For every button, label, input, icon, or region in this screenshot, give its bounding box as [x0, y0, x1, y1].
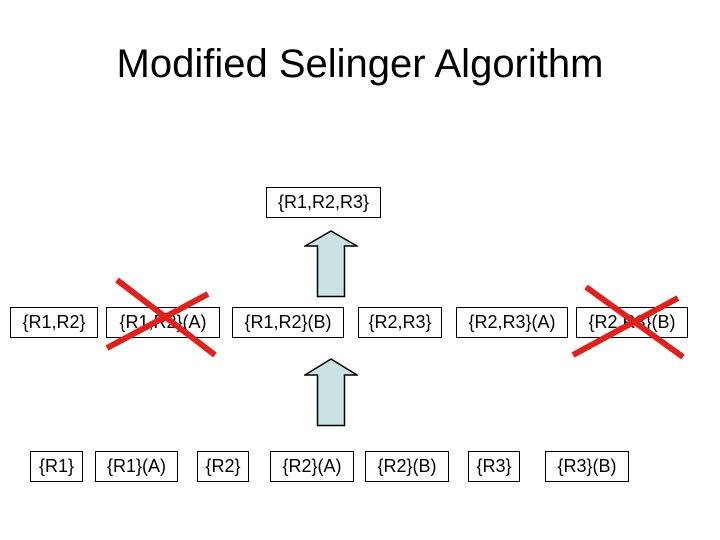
node-set-r1r2: {R1,R2} — [10, 307, 98, 338]
node-set-r1r2r3: {R1,R2,R3} — [266, 187, 381, 218]
node-set-r2r3-b: {R2,R3}(B) — [576, 307, 688, 338]
node-set-r2-b: {R2}(B) — [365, 451, 449, 482]
node-set-r1r2-a: {R1,R2}(A) — [106, 307, 220, 338]
slide-title: Modified Selinger Algorithm — [116, 42, 604, 86]
node-set-r2r3: {R2,R3} — [358, 307, 442, 338]
node-set-r3-b: {R3}(B) — [545, 451, 629, 482]
node-set-r1-a: {R1}(A) — [95, 451, 178, 482]
up-arrow-icon — [304, 230, 358, 298]
node-set-r3: {R3} — [468, 451, 520, 482]
node-set-r2-a: {R2}(A) — [270, 451, 354, 482]
up-arrow-icon — [304, 358, 358, 427]
node-set-r1: {R1} — [30, 451, 83, 482]
node-set-r2r3-a: {R2,R3}(A) — [456, 307, 568, 338]
node-set-r2: {R2} — [197, 451, 249, 482]
node-set-r1r2-b: {R1,R2}(B) — [232, 307, 344, 338]
